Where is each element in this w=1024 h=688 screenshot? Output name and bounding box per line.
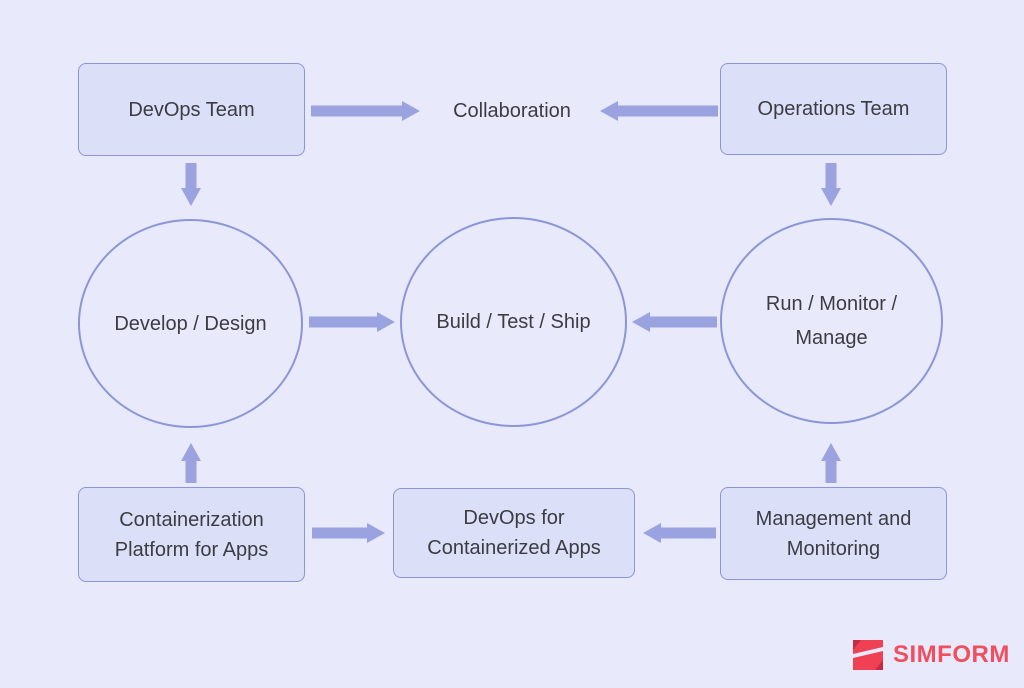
node-operations-team-label: Operations Team bbox=[757, 98, 910, 120]
node-run-monitor-manage-label: Run / Monitor / Manage bbox=[765, 293, 898, 349]
node-devops-containerized-apps: DevOps for Containerized Apps bbox=[393, 488, 635, 578]
node-devops-team-label: DevOps Team bbox=[128, 98, 255, 121]
label-collaboration: Collaboration bbox=[424, 86, 600, 136]
simform-logo: SIMFORM bbox=[850, 637, 1010, 673]
node-develop-design: Develop / Design bbox=[78, 219, 303, 428]
simform-logo-text: SIMFORM bbox=[893, 641, 1010, 668]
node-containerization-platform-label: Containerization Platform for Apps bbox=[114, 508, 269, 561]
node-devops-containerized-apps-label: DevOps for Containerized Apps bbox=[427, 507, 601, 559]
node-containerization-platform: Containerization Platform for Apps bbox=[78, 487, 305, 582]
node-build-test-ship: Build / Test / Ship bbox=[400, 217, 627, 427]
node-devops-team: DevOps Team bbox=[78, 63, 305, 156]
label-collaboration-text: Collaboration bbox=[453, 99, 571, 122]
node-management-monitoring-label: Management and Monitoring bbox=[755, 507, 912, 560]
node-build-test-ship-label: Build / Test / Ship bbox=[436, 311, 591, 333]
node-management-monitoring: Management and Monitoring bbox=[720, 487, 947, 580]
simform-logo-icon bbox=[853, 640, 883, 670]
node-develop-design-label: Develop / Design bbox=[114, 312, 267, 335]
node-operations-team: Operations Team bbox=[720, 63, 947, 155]
node-run-monitor-manage: Run / Monitor / Manage bbox=[720, 218, 943, 424]
